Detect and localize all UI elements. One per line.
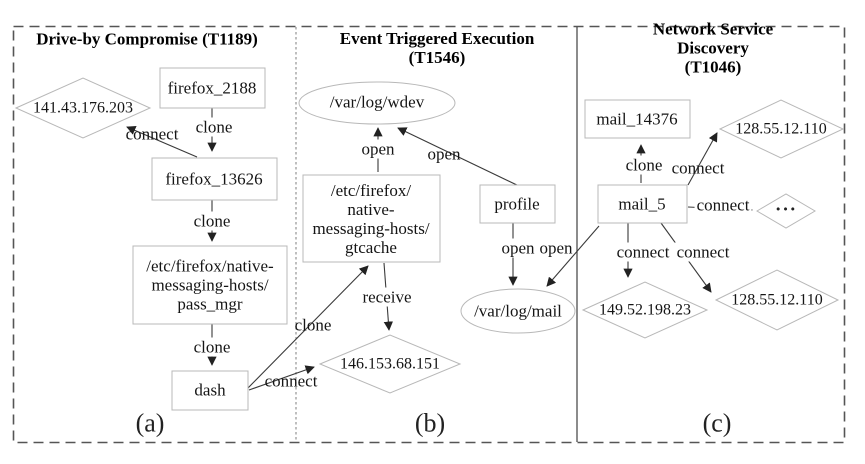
rect-profile (479, 184, 556, 224)
diamond-ip-146 (318, 334, 462, 394)
edge-label-open: open (427, 144, 461, 164)
edge-label-clone: clone (623, 155, 665, 175)
edge-label-open: open (359, 139, 397, 159)
diamond-ip-141 (14, 77, 152, 139)
panel-a-title: Drive-by Compromise (T1189) (36, 29, 258, 49)
panel-c-title: Network Service Discovery (T1046) (652, 19, 774, 77)
diamond-ip-128-top (718, 99, 845, 159)
node-dash: dash (194, 380, 226, 400)
rect-firefox-2188 (159, 67, 266, 109)
node-ellipsis: ··· (774, 199, 798, 221)
rect-pass-mgr (132, 245, 288, 325)
node-ip-128-bottom: 128.55.12.110 (731, 291, 823, 309)
edge-label-connect: connect (671, 158, 725, 178)
edge-label-clone: clone (193, 117, 235, 137)
rect-gtcache (302, 174, 441, 263)
node-pass-mgr: /etc/firefox/native- messaging-hosts/ pa… (146, 256, 274, 314)
diamond-ellipsis (756, 193, 816, 229)
node-mail-5: mail_5 (618, 194, 666, 214)
node-shapes (14, 67, 845, 411)
node-firefox-13626: firefox_13626 (165, 169, 263, 189)
edge-label-connect: connect (125, 124, 179, 144)
node-ip-146: 146.153.68.151 (340, 355, 440, 373)
node-firefox-2188: firefox_2188 (167, 78, 257, 98)
edge-label-clone: clone (191, 211, 233, 231)
panel-b-title: Event Triggered Execution (T1546) (339, 29, 535, 67)
node-var-log-mail: /var/log/mail (474, 301, 562, 321)
edge-label-connect: connect (614, 242, 672, 262)
ellipse-var-log-mail (460, 288, 576, 334)
edge-label-connect: connect (264, 371, 318, 391)
edge-label-clone: clone (294, 315, 332, 335)
panel-caption-c: (c) (702, 408, 732, 438)
node-ip-141: 141.43.176.203 (33, 99, 133, 117)
edge-label-clone: clone (191, 337, 233, 357)
node-var-log-wdev: /var/log/wdev (329, 92, 425, 112)
rect-dash (171, 370, 249, 411)
edge-label-connect: connect (674, 242, 732, 262)
diamond-ip-149 (581, 281, 709, 339)
node-profile: profile (494, 194, 540, 214)
edge-label-receive: receive (360, 287, 414, 307)
node-gtcache: /etc/firefox/ native- messaging-hosts/ g… (312, 181, 430, 257)
rect-firefox-13626 (151, 157, 278, 201)
node-ip-149: 149.52.198.23 (599, 301, 691, 319)
rect-mail-14376 (584, 99, 691, 139)
panel-caption-a: (a) (135, 408, 165, 438)
edge-label-open: open (499, 238, 537, 258)
ellipse-var-log-wdev (298, 81, 456, 125)
node-ip-128-top: 128.55.12.110 (735, 120, 827, 138)
diamond-ip-128-bottom (714, 269, 840, 331)
rect-mail-5 (597, 184, 688, 224)
node-mail-14376: mail_14376 (596, 109, 678, 129)
edge-label-open: open (539, 238, 573, 258)
edge-label-connect: connect (694, 195, 752, 215)
panel-caption-b: (b) (414, 408, 446, 438)
